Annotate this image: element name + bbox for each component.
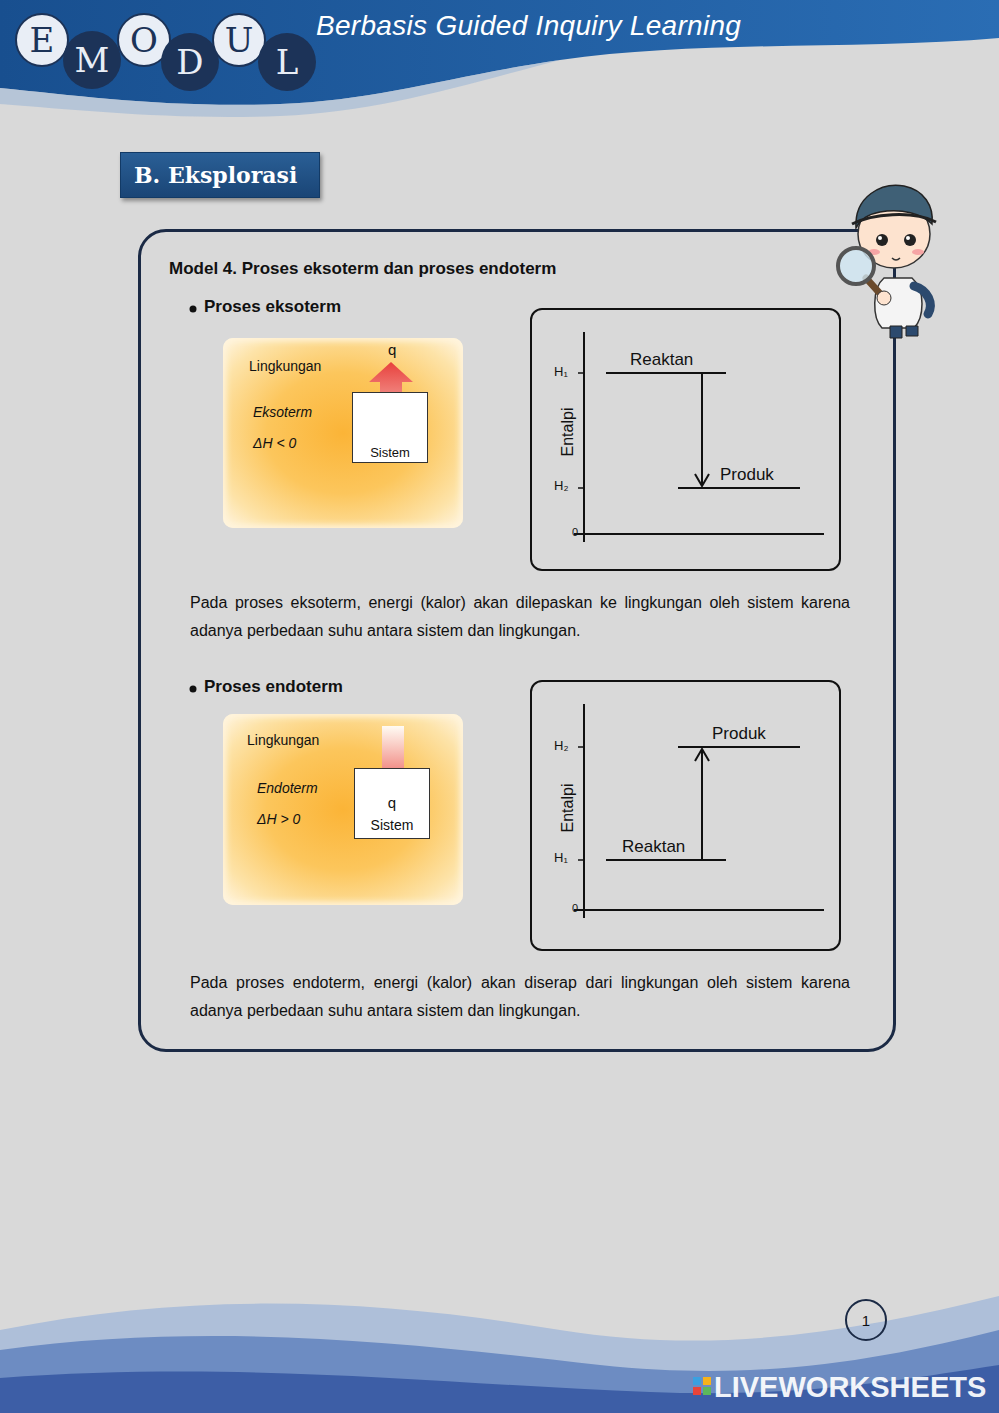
- enthalpy-tick-label: H₁: [554, 364, 568, 379]
- origin-label: 0: [572, 526, 578, 538]
- axis-label: Entalpi: [559, 408, 577, 457]
- explanation-paragraph: Pada proses endoterm, energi (kalor) aka…: [190, 969, 850, 1025]
- x-axis: [574, 533, 824, 535]
- axis-tick: [578, 372, 584, 374]
- bullet-heading: Proses eksoterm: [204, 297, 341, 317]
- enthalpy-diagram-frame: H₂ ProdukEntalpiH₁ Reaktan 0: [530, 680, 841, 951]
- header-letter-circle: U: [212, 13, 266, 67]
- liveworksheets-logo: [693, 1377, 711, 1395]
- header-title: Berbasis Guided Inquiry Learning: [316, 10, 741, 42]
- origin-label: 0: [572, 902, 578, 914]
- explanation-paragraph: Pada proses eksoterm, energi (kalor) aka…: [190, 589, 850, 645]
- footer-wave: [0, 1365, 999, 1413]
- process-label: Eksoterm: [253, 404, 312, 420]
- enthalpy-diagram: [532, 310, 843, 573]
- footer-wave: [0, 1330, 999, 1413]
- axis-tick: [578, 859, 584, 861]
- heat-label: q: [388, 341, 396, 358]
- system-box: Sistem: [352, 392, 428, 463]
- environment-box: Sistem Lingkungan qEksoterm ΔH < 0: [223, 338, 463, 528]
- bullet-heading: Proses endoterm: [204, 677, 343, 697]
- process-label: Endoterm: [257, 780, 318, 796]
- header-band: [0, 0, 999, 105]
- header-letter: D: [161, 33, 219, 91]
- section-heading-box: B. Eksplorasi: [120, 152, 320, 198]
- heat-label: q: [355, 794, 429, 811]
- environment-box: qSistem LingkunganEndoterm ΔH > 0: [223, 714, 463, 905]
- level-label: Reaktan: [630, 350, 693, 370]
- enthalpy-level: [678, 487, 800, 489]
- enthalpy-change-arrow: [701, 749, 703, 860]
- header-letter: E: [17, 15, 67, 65]
- enthalpy-level: [606, 859, 726, 861]
- y-axis: [583, 704, 585, 918]
- detective-mascot: [832, 178, 942, 343]
- watermark: LIVEWORKSHEETS: [714, 1371, 986, 1404]
- header-letter-circle: D: [161, 33, 219, 91]
- enthalpy-tick-label: H₁: [554, 850, 568, 865]
- y-axis: [583, 332, 585, 542]
- enthalpy-sign: ΔH > 0: [257, 811, 300, 827]
- model-panel: SistemLingkunganqEksotermΔH < 0H₁Reaktan…: [138, 229, 896, 1052]
- environment-label: Lingkungan: [249, 358, 321, 374]
- header-letter: U: [214, 15, 264, 65]
- axis-tick: [578, 487, 584, 489]
- level-label: Produk: [720, 465, 774, 485]
- enthalpy-change-arrow: [701, 373, 703, 486]
- footer-wave: [0, 1296, 999, 1413]
- level-label: Reaktan: [622, 837, 685, 857]
- enthalpy-sign: ΔH < 0: [253, 435, 296, 451]
- header-letter-circle: M: [63, 31, 121, 89]
- section-heading: B. Eksplorasi: [134, 162, 297, 188]
- header-letter: L: [258, 33, 316, 91]
- axis-label: Entalpi: [559, 784, 577, 833]
- x-axis: [574, 909, 824, 911]
- model-heading: Model 4. Proses eksoterm dan proses endo…: [169, 259, 556, 279]
- level-label: Produk: [712, 724, 766, 744]
- axis-tick: [578, 746, 584, 748]
- enthalpy-diagram-frame: H₁ ReaktanEntalpiH₂ Produk 0: [530, 308, 841, 571]
- page-number: 1: [847, 1301, 885, 1339]
- header-letter: O: [119, 15, 169, 65]
- environment-label: Lingkungan: [247, 732, 319, 748]
- header-letter-circle: L: [258, 33, 316, 91]
- arrowhead: [695, 474, 709, 486]
- enthalpy-level: [678, 746, 800, 748]
- system-label: Sistem: [353, 445, 427, 460]
- enthalpy-tick-label: H₂: [554, 738, 568, 753]
- system-box: qSistem: [354, 768, 430, 839]
- header-letter-circle: E: [15, 13, 69, 67]
- enthalpy-tick-label: H₂: [554, 478, 568, 493]
- enthalpy-diagram: [532, 682, 843, 953]
- header-letter-circle: O: [117, 13, 171, 67]
- arrowhead: [695, 749, 709, 761]
- enthalpy-level: [606, 372, 726, 374]
- header-letter: M: [63, 31, 121, 89]
- page-number-circle: 1: [845, 1299, 887, 1341]
- system-label: Sistem: [355, 817, 429, 833]
